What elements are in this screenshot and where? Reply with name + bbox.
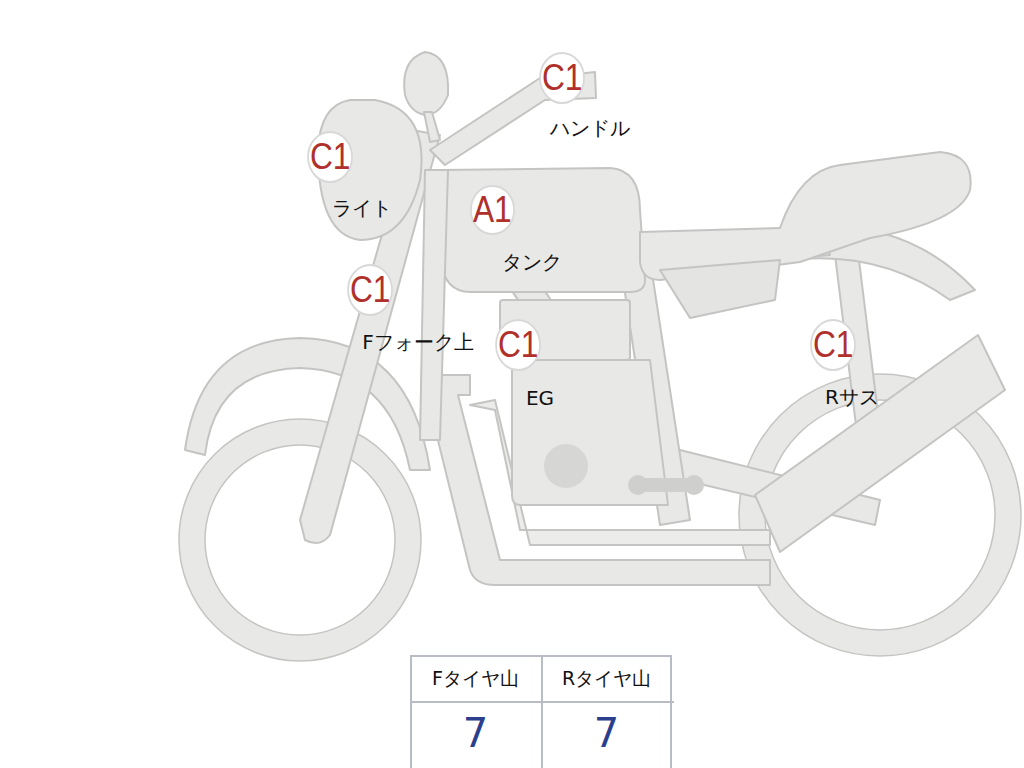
grade-code: C1 [495,319,541,371]
table-value: 7 [412,703,539,763]
part-name: ハンドル [550,117,630,139]
grade-code: C1 [307,131,353,183]
table-header: Rタイヤ山 [543,657,670,701]
part-name: Rサス [825,386,879,408]
table-rule [541,657,543,768]
table-value: 7 [543,703,670,763]
grade-code: C1 [539,52,585,104]
part-name: ライト [332,197,392,219]
tire-tread-table: Fタイヤ山Rタイヤ山77 [410,655,672,768]
table-header: Fタイヤ山 [412,657,539,701]
part-name: EG [526,387,554,409]
grade-code: C1 [347,264,393,316]
grade-code: C1 [810,319,856,371]
grade-code: A1 [470,185,515,236]
part-name: タンク [502,251,562,273]
part-name: Fフォーク上 [362,331,474,353]
table-rule [412,701,674,703]
